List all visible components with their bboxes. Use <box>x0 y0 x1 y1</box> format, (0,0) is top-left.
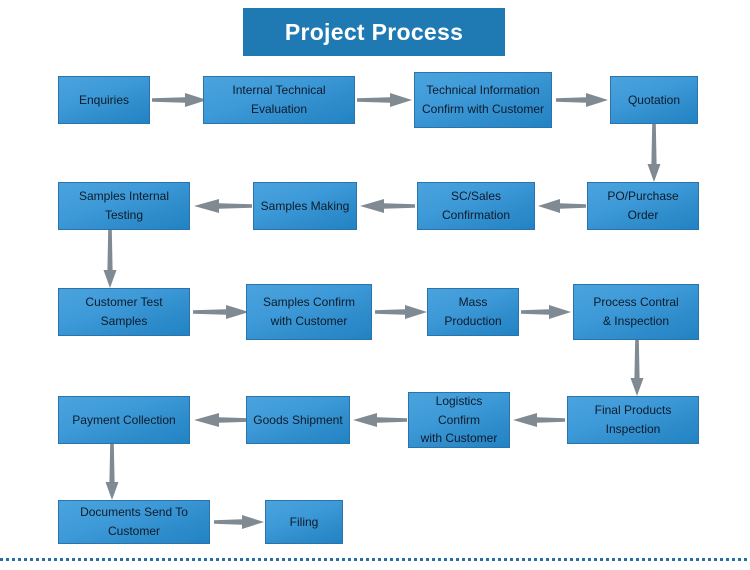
node-label: Payment Collection <box>72 412 176 427</box>
node-technical-information-confirm[interactable]: Technical Information Confirm with Custo… <box>414 72 552 128</box>
node-label: Samples Internal Testing <box>78 189 170 222</box>
node-po-purchase-order[interactable]: PO/Purchase Order <box>587 182 699 230</box>
page-title: Project Process <box>284 18 464 45</box>
arrow-down-process-control-to-final-inspection <box>628 340 646 396</box>
node-label: Documents Send To Customer <box>80 505 188 538</box>
node-filing[interactable]: Filing <box>265 500 343 544</box>
arrow-right-mass-production-to-process-control <box>521 304 571 320</box>
node-label: Quotation <box>627 92 681 107</box>
node-final-products-inspection[interactable]: Final Products Inspection <box>567 396 699 444</box>
node-label: Process Contral & Inspection <box>593 295 679 328</box>
node-label: Samples Confirm with Customer <box>262 295 356 328</box>
node-label: Logistics Confirm with Customer <box>420 394 498 446</box>
node-mass-production[interactable]: Mass Production <box>427 288 519 336</box>
node-label: Technical Information Confirm with Custo… <box>421 83 545 116</box>
node-payment-collection[interactable]: Payment Collection <box>58 396 190 444</box>
arrow-left-sc-confirmation-to-samples-making <box>360 198 415 214</box>
node-label: Samples Making <box>260 198 350 213</box>
node-label: PO/Purchase Order <box>607 189 679 222</box>
node-internal-technical-evaluation[interactable]: Internal Technical Evaluation <box>203 76 355 124</box>
arrow-down-quotation-to-po <box>645 124 663 182</box>
node-samples-making[interactable]: Samples Making <box>253 182 357 230</box>
node-label: Filing <box>289 514 319 529</box>
arrow-left-final-inspection-to-logistics-confirm <box>513 412 565 428</box>
node-label: Final Products Inspection <box>594 403 672 436</box>
node-label: Mass Production <box>444 295 502 328</box>
arrow-left-logistics-confirm-to-goods-shipment <box>353 412 407 428</box>
node-samples-internal-testing[interactable]: Samples Internal Testing <box>58 182 190 230</box>
node-goods-shipment[interactable]: Goods Shipment <box>246 396 350 444</box>
bottom-dotted-divider <box>0 558 750 561</box>
node-label: SC/Sales Confirmation <box>441 189 511 222</box>
node-documents-send-to-customer[interactable]: Documents Send To Customer <box>58 500 210 544</box>
arrow-right-evaluation-to-technical-info <box>357 92 412 108</box>
arrow-right-enquiries-to-evaluation <box>152 92 207 108</box>
node-label: Goods Shipment <box>253 412 343 427</box>
arrow-right-samples-confirm-to-mass-production <box>375 304 427 320</box>
node-label: Customer Test Samples <box>85 295 163 328</box>
node-enquiries[interactable]: Enquiries <box>58 76 150 124</box>
arrow-right-technical-info-to-quotation <box>556 92 608 108</box>
arrow-left-samples-making-to-internal-testing <box>194 198 252 214</box>
arrow-down-payment-collection-to-documents-send <box>103 444 121 500</box>
arrow-right-documents-send-to-filing <box>214 514 264 530</box>
arrow-right-customer-test-to-samples-confirm <box>193 304 249 320</box>
node-logistics-confirm-with-customer[interactable]: Logistics Confirm with Customer <box>408 392 510 448</box>
node-process-contral-inspection[interactable]: Process Contral & Inspection <box>573 284 699 340</box>
node-label: Enquiries <box>78 92 130 107</box>
node-customer-test-samples[interactable]: Customer Test Samples <box>58 288 190 336</box>
arrow-left-goods-shipment-to-payment-collection <box>194 412 250 428</box>
node-quotation[interactable]: Quotation <box>610 76 698 124</box>
arrow-down-internal-testing-to-customer-test <box>101 230 119 288</box>
node-samples-confirm-with-customer[interactable]: Samples Confirm with Customer <box>246 284 372 340</box>
node-label: Internal Technical Evaluation <box>232 83 326 116</box>
page-title-banner: Project Process <box>243 8 505 56</box>
node-sc-sales-confirmation[interactable]: SC/Sales Confirmation <box>417 182 535 230</box>
arrow-left-po-to-sc-confirmation <box>538 198 586 214</box>
